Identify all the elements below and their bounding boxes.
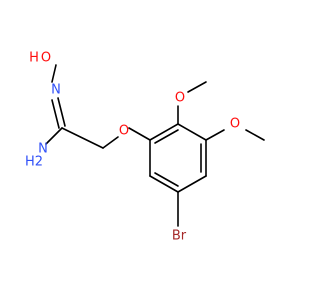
bond-ring-c2-c3 [177,123,207,141]
bond-n-o [51,64,57,83]
molecule-structure: H O N H2 N O O O Br [25,51,265,244]
bond-c-n-double-a [57,97,66,127]
bond-ring-c1-c2 [149,123,179,141]
bond-ring-c5-c6 [149,175,179,193]
bond-c-n-double-b [51,99,60,129]
bond-o-right-ch3 [245,129,265,141]
bond-c3-o-right [205,129,225,141]
bond-ring-c5-c6b [154,172,179,187]
atom-amine-n: N [38,142,48,157]
atom-hydroxyl-h: H [29,51,39,66]
bond-ch2-o [102,136,119,149]
atom-hydroxyl-o: O [41,51,51,66]
bond-o-top-ch3 [187,81,207,93]
bond-c-nh2 [45,127,63,145]
atom-amine-h2: H2 [25,155,43,170]
atom-methoxy-o-right: O [230,117,240,132]
atom-labels: H O N H2 N O O O Br [25,51,240,244]
bond-o-c1 [128,127,151,141]
bond-c-ch2 [61,127,104,149]
atom-imine-n: N [51,83,61,98]
bond-ring-c1-c2b [154,129,179,144]
atom-ether-o: O [119,124,129,139]
bond-ring-c4-c5 [177,175,207,193]
atom-bromine: Br [172,229,187,244]
atom-methoxy-o-top: O [175,91,185,106]
bonds [45,64,265,227]
